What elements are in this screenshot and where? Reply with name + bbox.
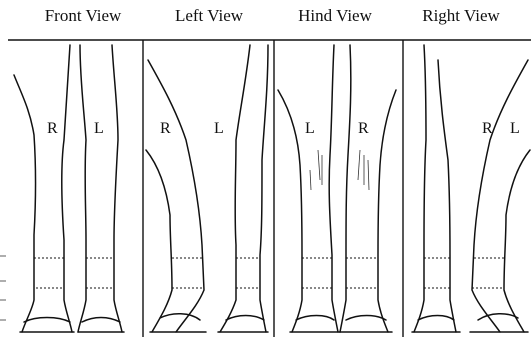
scale-ticks [0, 256, 6, 320]
front-view-leg-left [14, 45, 72, 332]
front-view-panel: R L [14, 45, 124, 332]
left-view-panel: R L [146, 45, 268, 332]
right-view-leg-front [414, 45, 456, 332]
right-view-leg-back [472, 60, 530, 332]
front-view-label-left: R [47, 120, 58, 137]
hind-view-panel: L R [278, 45, 396, 332]
hind-view-label-left: L [305, 120, 315, 137]
left-view-label-left: R [160, 120, 171, 137]
left-view-leg-front [220, 45, 268, 332]
hind-view-hair-marks [310, 150, 369, 190]
front-view-label-right: L [94, 120, 104, 137]
hind-view-label-right: R [358, 120, 369, 137]
left-view-label-right: L [214, 120, 224, 137]
right-view-panel: R L [412, 45, 530, 332]
hind-view-leg-right [340, 45, 396, 332]
right-view-label-right: L [510, 120, 520, 137]
right-view-label-left: R [482, 120, 493, 137]
left-view-leg-back [146, 60, 204, 332]
front-view-leg-right [78, 45, 122, 332]
front-view-hoof-left [20, 318, 74, 333]
front-view-hoof-right [78, 318, 124, 333]
hind-view-leg-left [278, 45, 338, 332]
